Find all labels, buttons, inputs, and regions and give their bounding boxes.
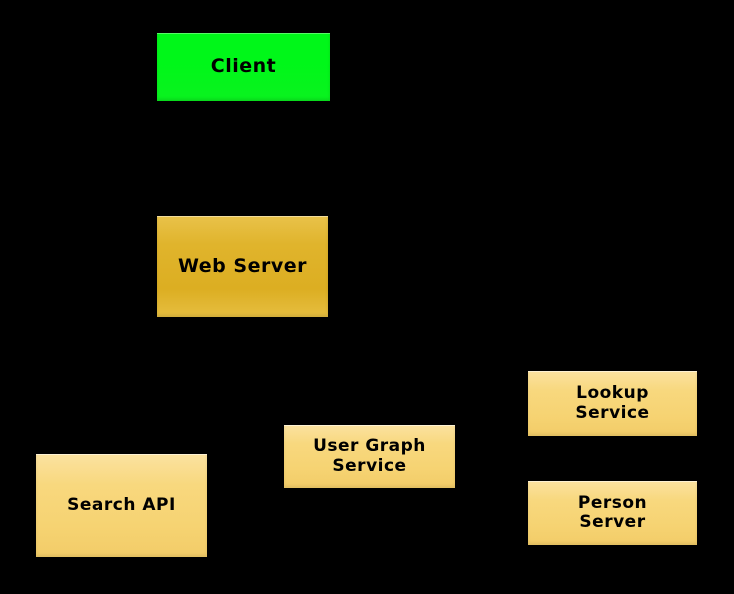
- diagram-node-search-api-label: Search API: [67, 494, 176, 515]
- diagram-node-lookup-service-line1: Lookup: [576, 383, 649, 404]
- diagram-node-web-server-label: Web Server: [178, 254, 307, 277]
- diagram-node-person-server-line1: Person: [577, 492, 648, 513]
- diagram-node-lookup-service-label: Lookup Service: [528, 384, 697, 422]
- diagram-node-lookup-service-line2: Service: [575, 402, 650, 423]
- diagram-node-web-server[interactable]: Web Server: [157, 216, 328, 317]
- diagram-node-client-label: Client: [210, 55, 277, 78]
- diagram-node-client[interactable]: Client: [157, 33, 330, 101]
- diagram-node-lookup-service[interactable]: Lookup Service: [528, 371, 697, 436]
- diagram-node-user-graph-service-label: User Graph Service: [284, 437, 455, 475]
- diagram-node-user-graph-service[interactable]: User Graph Service: [284, 425, 455, 488]
- diagram-node-person-server-line2: Server: [579, 512, 646, 532]
- diagram-node-user-graph-service-line1: User Graph: [313, 436, 426, 457]
- diagram-node-person-server[interactable]: Person Server: [528, 481, 697, 545]
- diagram-node-person-server-label: Person Server: [528, 492, 697, 532]
- diagram-node-search-api[interactable]: Search API: [36, 454, 207, 557]
- diagram-node-user-graph-service-line2: Service: [332, 455, 407, 476]
